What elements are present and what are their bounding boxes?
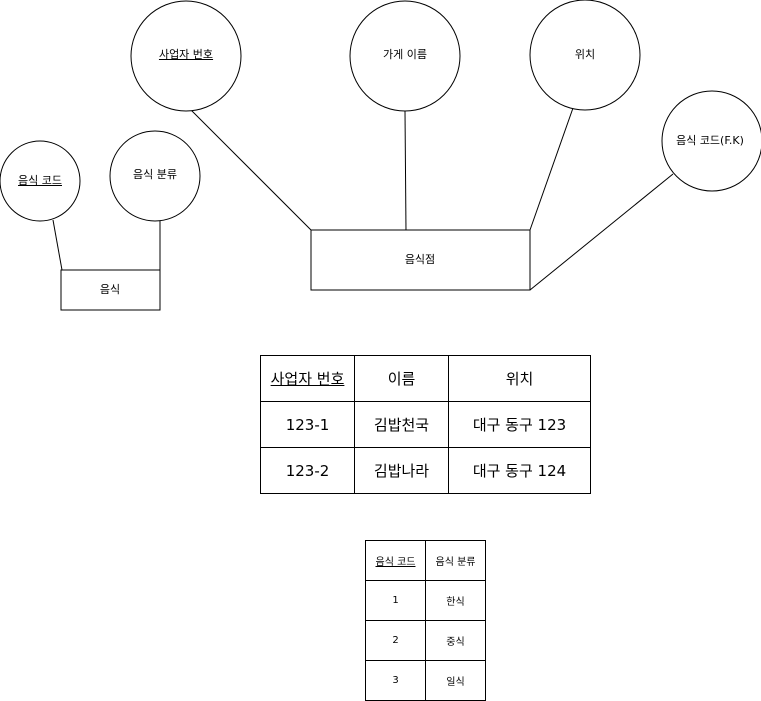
table-cell: 중식 <box>425 620 486 661</box>
connector-store-name <box>404 110 407 233</box>
header-cell-business-number: 사업자 번호 <box>260 355 355 402</box>
table-cell: 김밥천국 <box>354 401 449 448</box>
entity-restaurant-label: 음식점 <box>404 253 436 266</box>
attribute-food-code-fk-ellipse <box>661 90 761 192</box>
table-cell: 김밥나라 <box>354 447 449 494</box>
food-table: 음식 코드 음식 분류 1 한식 2 중식 3 일식 <box>365 540 486 701</box>
table-cell: 대구 동구 123 <box>448 401 591 448</box>
attribute-food-category-label: 음식 분류 <box>133 168 177 181</box>
table-cell: 123-1 <box>260 401 355 448</box>
entity-food-label: 음식 <box>99 283 121 296</box>
table-cell: 대구 동구 124 <box>448 447 591 494</box>
table-row: 123-1 김밥천국 대구 동구 123 <box>260 401 591 448</box>
table-header-row: 음식 코드 음식 분류 <box>365 540 486 581</box>
entity-restaurant-box <box>310 229 531 291</box>
table-cell: 3 <box>365 660 426 701</box>
table-cell: 한식 <box>425 580 486 621</box>
table-row: 1 한식 <box>365 580 486 621</box>
attribute-food-code-label: 음식 코드 <box>18 174 62 187</box>
table-cell: 123-2 <box>260 447 355 494</box>
attribute-location-label: 위치 <box>574 48 596 61</box>
attribute-location-ellipse <box>529 0 641 111</box>
attribute-store-name-label: 가게 이름 <box>383 48 427 61</box>
attribute-store-name-ellipse <box>349 0 461 112</box>
table-cell: 1 <box>365 580 426 621</box>
table-cell: 일식 <box>425 660 486 701</box>
attribute-business-number-label: 사업자 번호 <box>158 48 214 61</box>
table-row: 2 중식 <box>365 620 486 661</box>
table-row: 123-2 김밥나라 대구 동구 124 <box>260 447 591 494</box>
store-table: 사업자 번호 이름 위치 123-1 김밥천국 대구 동구 123 123-2 … <box>260 355 591 494</box>
table-row: 3 일식 <box>365 660 486 701</box>
table-cell: 2 <box>365 620 426 661</box>
attribute-food-code-fk-label: 음식 코드(F.K) <box>676 134 744 147</box>
entity-food-box <box>60 269 161 311</box>
header-cell-location: 위치 <box>448 355 591 402</box>
table-header-row: 사업자 번호 이름 위치 <box>260 355 591 402</box>
connector-food-code <box>52 219 63 271</box>
attribute-food-category-ellipse <box>109 130 201 222</box>
header-cell-food-category: 음식 분류 <box>425 540 486 581</box>
attribute-business-number-ellipse <box>130 0 242 112</box>
connector-business-number <box>190 109 312 231</box>
header-cell-name: 이름 <box>354 355 449 402</box>
header-cell-food-code: 음식 코드 <box>365 540 426 581</box>
connector-location <box>529 107 574 231</box>
connector-food-code-fk <box>529 173 674 291</box>
attribute-food-code-ellipse <box>0 140 81 222</box>
